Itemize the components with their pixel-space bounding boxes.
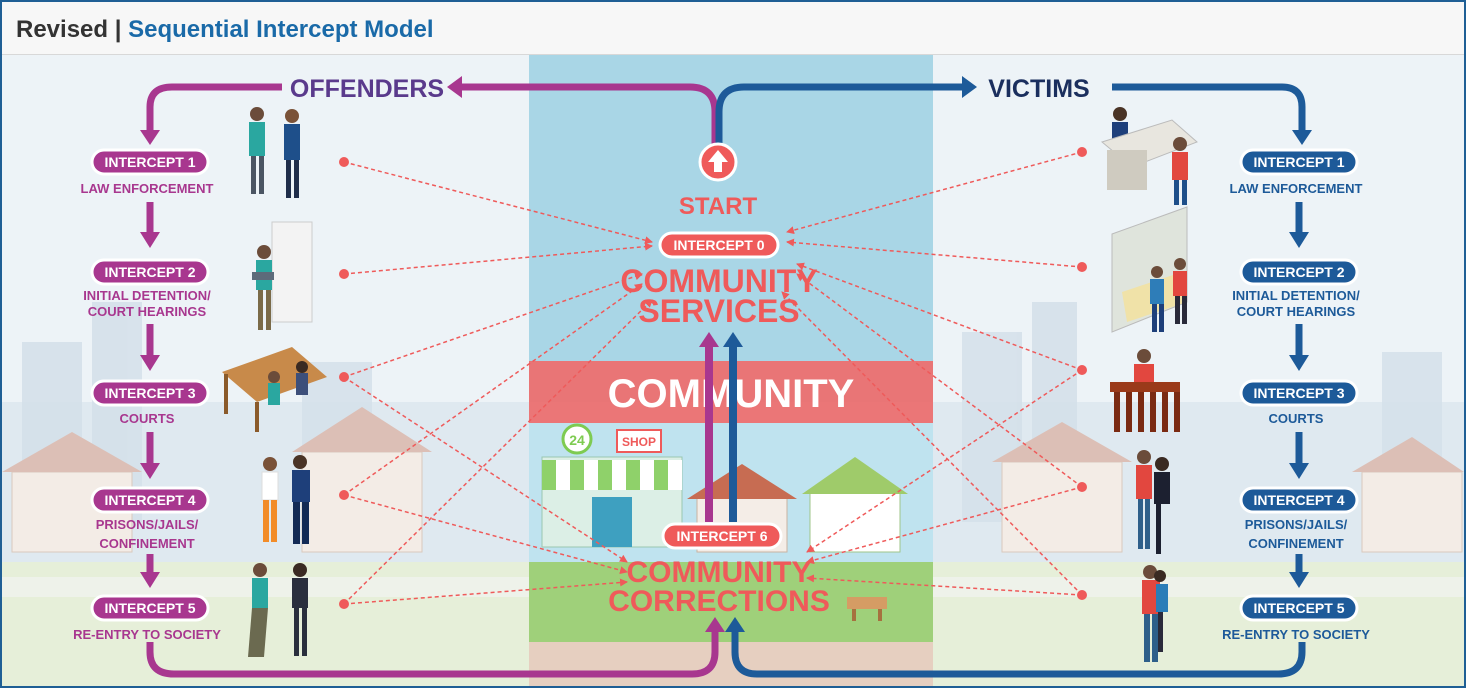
victim-illustrations (1100, 107, 1198, 662)
connector-dots (339, 147, 1087, 609)
victim-stage-5: RE-ENTRY TO SOCIETY (1222, 627, 1370, 642)
booking-figure-icon (252, 221, 313, 330)
victim-stage-2b: COURT HEARINGS (1237, 304, 1356, 319)
corrections-line-2: CORRECTIONS (608, 585, 830, 618)
center-up-arrows (699, 332, 743, 522)
reunion-couple-icon (1142, 565, 1168, 662)
detention-window-icon (1111, 206, 1188, 333)
offender-intercept-5: INTERCEPT 5 RE-ENTRY TO SOCIETY (73, 594, 221, 642)
victim-intercept-1: INTERCEPT 1 LAW ENFORCEMENT (1230, 148, 1363, 196)
page-title: Revised | Sequential Intercept Model (16, 16, 434, 44)
offender-stage-2a: INITIAL DETENTION/ (83, 288, 211, 303)
inmate-guard-icon (261, 455, 310, 544)
victim-intercepts: INTERCEPT 1 LAW ENFORCEMENT INTERCEPT 2 … (1222, 148, 1370, 642)
victim-intercept-2: INTERCEPT 2 INITIAL DETENTION/ COURT HEA… (1232, 258, 1360, 319)
victim-intercept-1-label: INTERCEPT 1 (1253, 154, 1344, 170)
offender-stage-4b: CONFINEMENT (99, 536, 194, 551)
intercept-0: INTERCEPT 0 COMMUNITY SERVICES (620, 231, 818, 329)
victim-intercept-3-label: INTERCEPT 3 (1253, 385, 1344, 401)
title-prefix: Revised | (16, 16, 122, 43)
start-label: START (679, 193, 758, 220)
victim-stage-2a: INITIAL DETENTION/ (1232, 288, 1360, 303)
offender-flow-path (140, 76, 725, 678)
intercept-0-label: INTERCEPT 0 (673, 237, 764, 253)
victim-stage-3: COURTS (1269, 411, 1324, 426)
victims-heading: VICTIMS (988, 75, 1089, 103)
offender-illustrations (222, 107, 327, 657)
store-number: 24 (569, 432, 585, 448)
arrest-figures-icon (249, 107, 300, 198)
offender-intercept-4-label: INTERCEPT 4 (104, 492, 195, 508)
intercept-6-label: INTERCEPT 6 (676, 528, 767, 544)
victim-intercept-5-label: INTERCEPT 5 (1253, 600, 1344, 616)
offender-intercept-1: INTERCEPT 1 LAW ENFORCEMENT (81, 148, 214, 196)
offender-stage-1: LAW ENFORCEMENT (81, 181, 214, 196)
victim-stage-4b: CONFINEMENT (1248, 536, 1343, 551)
up-arrow-icon (708, 150, 728, 172)
offender-intercept-2-label: INTERCEPT 2 (104, 264, 195, 280)
reentry-figures-icon (248, 563, 308, 657)
victim-flow-path (715, 76, 1312, 678)
offender-intercept-5-label: INTERCEPT 5 (104, 600, 195, 616)
victim-stage-4a: PRISONS/JAILS/ (1245, 517, 1348, 532)
services-line-2: SERVICES (638, 293, 799, 329)
offenders-heading: OFFENDERS (290, 75, 444, 103)
title-bar: Revised | Sequential Intercept Model (2, 2, 1464, 55)
offender-intercept-3: INTERCEPT 3 COURTS (90, 379, 210, 426)
offender-stage-2b: COURT HEARINGS (88, 304, 207, 319)
victim-intercept-2-label: INTERCEPT 2 (1253, 264, 1344, 280)
corrections-line-1: COMMUNITY (627, 556, 812, 589)
offender-intercepts: INTERCEPT 1 LAW ENFORCEMENT INTERCEPT 2 … (73, 148, 221, 642)
victim-stage-1: LAW ENFORCEMENT (1230, 181, 1363, 196)
intercept-6: INTERCEPT 6 COMMUNITY CORRECTIONS (608, 522, 830, 618)
victim-intercept-5: INTERCEPT 5 RE-ENTRY TO SOCIETY (1222, 594, 1370, 642)
court-table-icon (222, 347, 327, 432)
victim-intercept-4-label: INTERCEPT 4 (1253, 492, 1344, 508)
offender-intercept-3-label: INTERCEPT 3 (104, 385, 195, 401)
victim-couple-icon (1136, 450, 1170, 554)
store-sign: SHOP (622, 435, 656, 449)
offender-stage-5: RE-ENTRY TO SOCIETY (73, 627, 221, 642)
sequential-intercept-diagram: 24 SHOP COMMUNITY (2, 55, 1464, 686)
store-illustration: 24 SHOP (541, 423, 683, 548)
offender-intercept-1-label: INTERCEPT 1 (104, 154, 195, 170)
judge-bench-icon (1110, 349, 1180, 432)
police-desk-icon (1100, 107, 1198, 205)
offender-intercept-4: INTERCEPT 4 PRISONS/JAILS/ CONFINEMENT (90, 486, 210, 551)
victim-step-arrows (1289, 202, 1309, 588)
dotted-connectors (343, 151, 1083, 605)
victim-intercept-4: INTERCEPT 4 PRISONS/JAILS/ CONFINEMENT (1239, 486, 1359, 551)
offender-stage-4a: PRISONS/JAILS/ (96, 517, 199, 532)
title-main: Sequential Intercept Model (128, 16, 434, 43)
offender-stage-3: COURTS (120, 411, 175, 426)
offender-step-arrows (140, 202, 160, 588)
offender-intercept-2: INTERCEPT 2 INITIAL DETENTION/ COURT HEA… (83, 258, 211, 319)
start-marker: START (679, 142, 758, 220)
victim-intercept-3: INTERCEPT 3 COURTS (1239, 379, 1359, 426)
